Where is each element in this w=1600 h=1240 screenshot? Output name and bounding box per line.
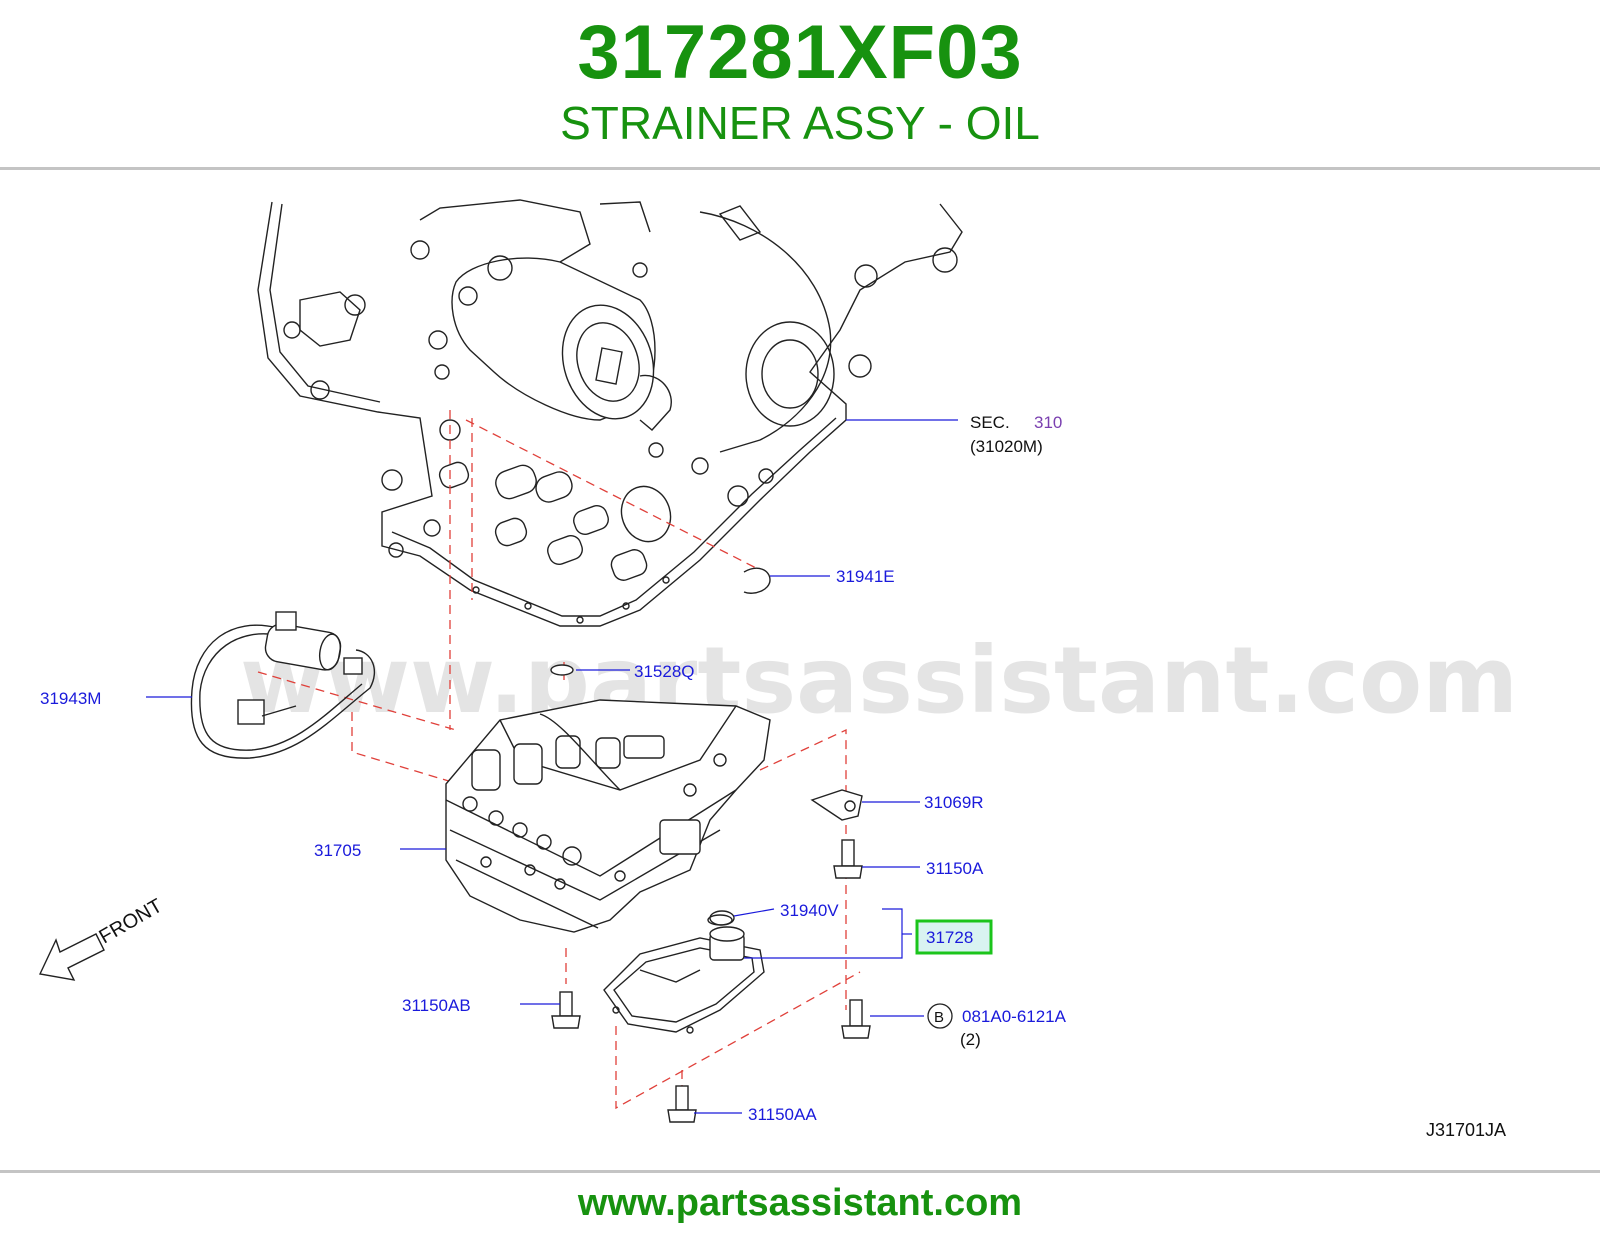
header-divider	[0, 167, 1600, 170]
label-31528Q[interactable]: 31528Q	[634, 662, 695, 681]
o-ring-31528Q	[550, 664, 574, 676]
bracket-31069R	[810, 789, 863, 821]
label-31150A[interactable]: 31150A	[926, 859, 984, 878]
oil-strainer-drawing	[603, 914, 765, 1034]
label-31943M[interactable]: 31943M	[40, 689, 101, 708]
assembly-dashed-lines	[257, 410, 861, 1110]
label-sec: SEC.	[970, 413, 1010, 432]
bolt-31150AA	[667, 1085, 697, 1123]
small-parts-drawing	[550, 567, 871, 1123]
watermark-text: www.partsassistant.com	[240, 627, 1518, 734]
label-31941E[interactable]: 31941E	[836, 567, 895, 586]
callout-leaders	[146, 419, 958, 1114]
front-direction-indicator: FRONT	[38, 895, 167, 981]
callout-labels: SEC. 310 (31020M) 31941E 31528Q 31943M 3…	[40, 413, 1506, 1140]
label-bolt-code: B	[934, 1009, 944, 1026]
label-081A0-6121A[interactable]: 081A0-6121A	[962, 1007, 1067, 1026]
label-sec-number[interactable]: 310	[1034, 413, 1062, 432]
bolt-31150AB	[551, 991, 581, 1029]
diagram-code: J31701JA	[1426, 1120, 1506, 1140]
label-sec-ref: (31020M)	[970, 437, 1043, 456]
label-31705[interactable]: 31705	[314, 841, 361, 860]
o-ring-31940V	[709, 910, 735, 926]
label-31150AB[interactable]: 31150AB	[402, 996, 471, 1015]
footer-website-link[interactable]: www.partsassistant.com	[577, 1182, 1023, 1224]
bolt-code-circle	[927, 1003, 953, 1029]
transmission-case-drawing	[257, 199, 963, 627]
label-31940V[interactable]: 31940V	[780, 901, 839, 920]
footer-divider	[0, 1170, 1600, 1173]
highlight-box-31728	[915, 919, 993, 955]
control-valve-body-drawing	[445, 699, 771, 933]
part-name-subtitle: STRAINER ASSY - OIL	[560, 97, 1040, 149]
label-31150AA[interactable]: 31150AA	[748, 1105, 817, 1124]
harness-drawing	[190, 611, 375, 759]
label-31728-highlighted[interactable]: 31728	[926, 928, 973, 947]
front-arrow-icon	[38, 933, 105, 981]
label-quantity: (2)	[960, 1030, 981, 1049]
part-number-title: 317281XF03	[577, 10, 1023, 95]
bolt-081A0-6121A	[841, 999, 871, 1039]
seal-31941E	[743, 567, 771, 594]
bolt-31150A	[833, 839, 863, 879]
label-front: FRONT	[96, 895, 167, 948]
label-31069R[interactable]: 31069R	[924, 793, 984, 812]
header: 317281XF03 STRAINER ASSY - OIL	[0, 0, 1600, 168]
